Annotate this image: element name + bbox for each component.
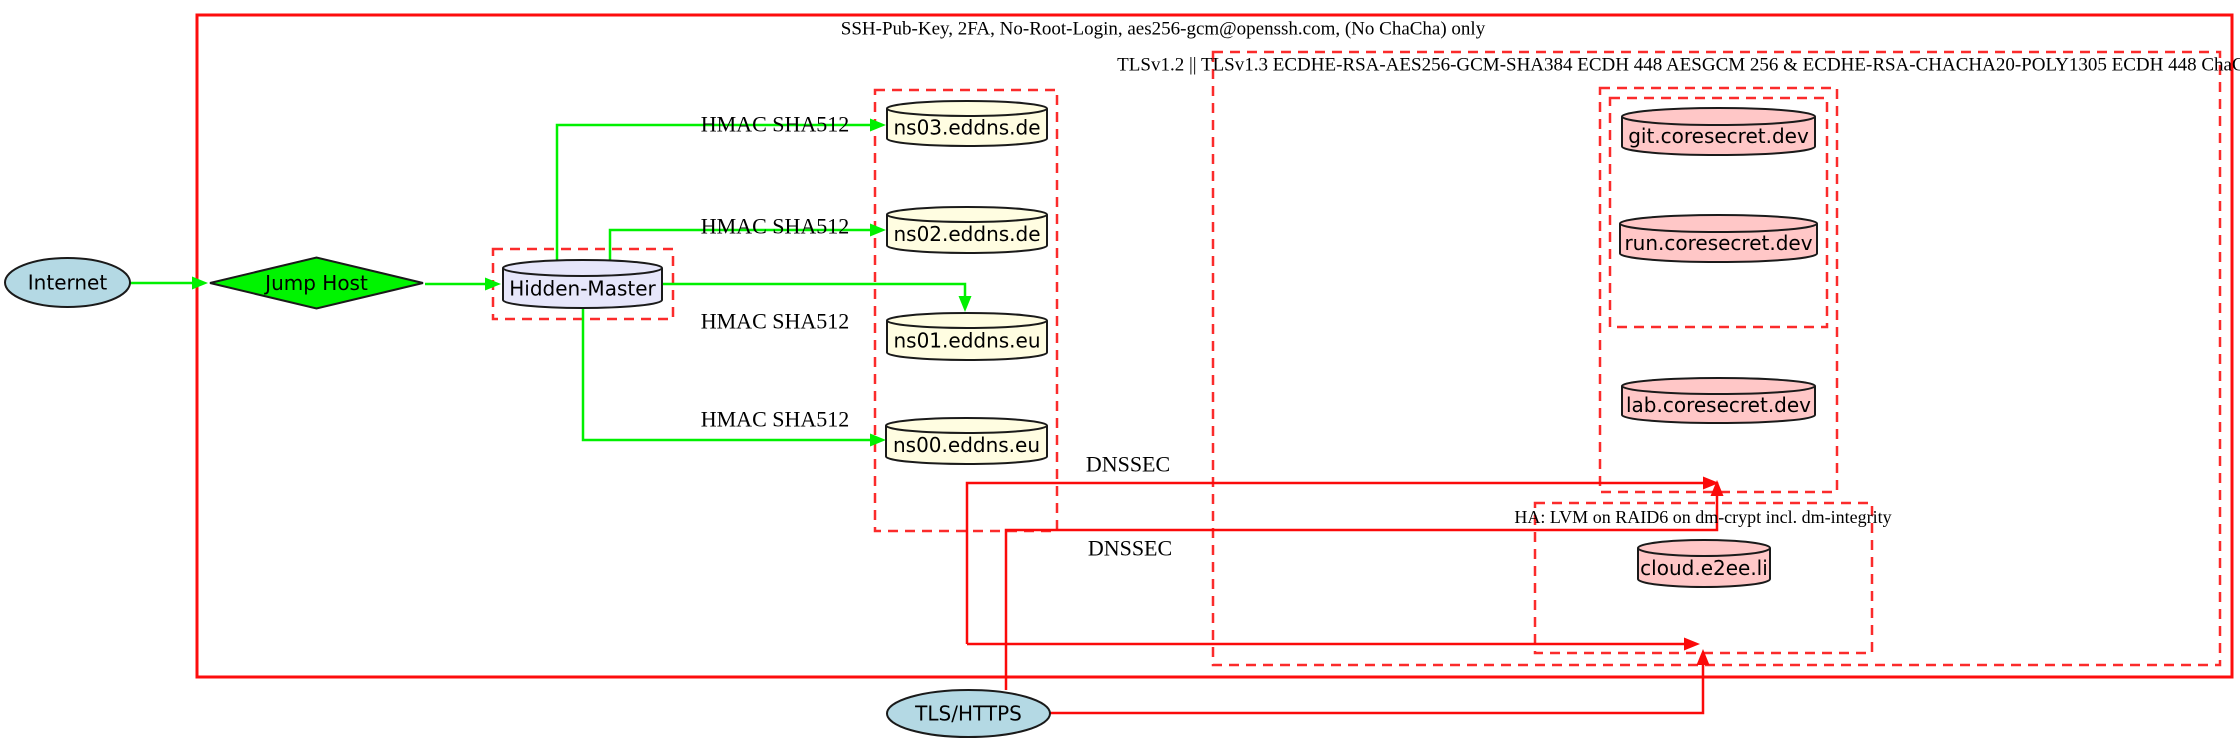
node-ns00-cylinder-rim	[885, 425, 1048, 434]
node-hidden-master-cylinder	[502, 259, 663, 309]
arrowhead-dnssec-to-storage-a-icon	[1703, 476, 1719, 490]
edge-label-dnssec-label-1: DNSSEC	[1086, 452, 1170, 477]
edge-label-hmac-label-ns03: HMAC SHA512	[701, 112, 850, 137]
node-ns02-cylinder-rim	[886, 214, 1048, 223]
edge-label-hmac-label-ns01: HMAC SHA512	[701, 309, 850, 334]
node-ns03-cylinder-rim	[886, 108, 1048, 117]
arrowhead-internet-to-jumphost-icon	[192, 276, 208, 290]
node-ns02-cylinder	[886, 206, 1048, 254]
cluster-storage-outer-dashed-frame	[1598, 86, 1839, 494]
cluster-label-ha-label: HA: LVM on RAID6 on dm-crypt incl. dm-in…	[1514, 507, 1891, 527]
node-ns01-cylinder	[886, 312, 1048, 361]
node-hidden-master-cylinder-rim	[502, 267, 663, 277]
cluster-label-tls-label: TLSv1.2 || TLSv1.3 ECDHE-RSA-AES256-GCM-…	[1117, 55, 2240, 76]
node-ns01-cylinder-rim	[886, 320, 1048, 329]
node-lab-cylinder	[1621, 377, 1816, 424]
node-run-cylinder	[1619, 214, 1818, 263]
node-git-cylinder-rim	[1621, 116, 1816, 126]
node-run-cylinder-rim	[1619, 223, 1818, 233]
node-run-label: run.coresecret.dev	[1624, 231, 1812, 255]
node-tls-https-ellipse	[886, 689, 1051, 738]
edge-dnssec-to-storage-b	[1004, 496, 1719, 690]
node-cloud-label: cloud.e2ee.li	[1640, 556, 1768, 580]
node-cloud-cylinder	[1637, 539, 1771, 588]
node-lab-cylinder-rim	[1621, 385, 1816, 395]
edge-master-to-ns01	[662, 282, 967, 296]
node-ns03-cylinder	[886, 100, 1048, 147]
node-ns03-label: ns03.eddns.de	[893, 116, 1040, 140]
node-ns02-label: ns02.eddns.de	[893, 222, 1040, 246]
edge-label-dnssec-label-2: DNSSEC	[1088, 536, 1172, 561]
arrowhead-dnssec-to-storage-b-icon	[1710, 480, 1724, 496]
arrowhead-tls-to-ha-b-icon	[1696, 649, 1710, 665]
edge-label-hmac-label-ns02: HMAC SHA512	[701, 214, 850, 239]
arrowhead-tls-to-ha-a-icon	[1684, 637, 1700, 651]
node-cloud-cylinder-rim	[1637, 547, 1771, 557]
edge-master-to-ns02	[608, 228, 870, 261]
arrowhead-master-to-ns03-icon	[870, 118, 886, 132]
arrowhead-master-to-ns01-icon	[958, 296, 972, 312]
node-jump-host-label: Jump Host	[263, 271, 368, 295]
edge-label-hmac-label-ns00: HMAC SHA512	[701, 407, 850, 432]
node-ns00-label: ns00.eddns.eu	[893, 433, 1040, 457]
node-git-label: git.coresecret.dev	[1628, 124, 1809, 148]
edge-tls-to-ha-b	[1048, 665, 1705, 715]
node-git-cylinder	[1621, 107, 1816, 156]
node-ns00-cylinder	[885, 417, 1048, 465]
node-jump-host-diamond	[209, 256, 424, 310]
edge-master-to-ns03	[555, 123, 870, 261]
cluster-tls-zone-dashed-frame	[1211, 50, 2222, 667]
node-ns01-label: ns01.eddns.eu	[893, 329, 1040, 353]
cluster-storage-inner-dashed-frame	[1608, 96, 1829, 329]
edge-dnssec-to-storage-a	[965, 481, 1703, 644]
cluster-label-ssh-label: SSH-Pub-Key, 2FA, No-Root-Login, aes256-…	[841, 19, 1486, 40]
node-internet-label: Internet	[28, 271, 108, 295]
arrowhead-master-to-ns02-icon	[870, 223, 886, 237]
node-tls-https-label: TLS/HTTPS	[914, 702, 1022, 726]
arrowhead-jumphost-to-master-icon	[485, 277, 501, 291]
node-hidden-master-label: Hidden-Master	[509, 276, 656, 300]
edge-master-to-ns00	[581, 307, 870, 442]
node-internet-ellipse	[4, 257, 131, 308]
cluster-ssh-perimeter-frame	[195, 13, 2234, 679]
arrowhead-master-to-ns00-icon	[870, 433, 886, 447]
node-lab-label: lab.coresecret.dev	[1626, 393, 1811, 417]
